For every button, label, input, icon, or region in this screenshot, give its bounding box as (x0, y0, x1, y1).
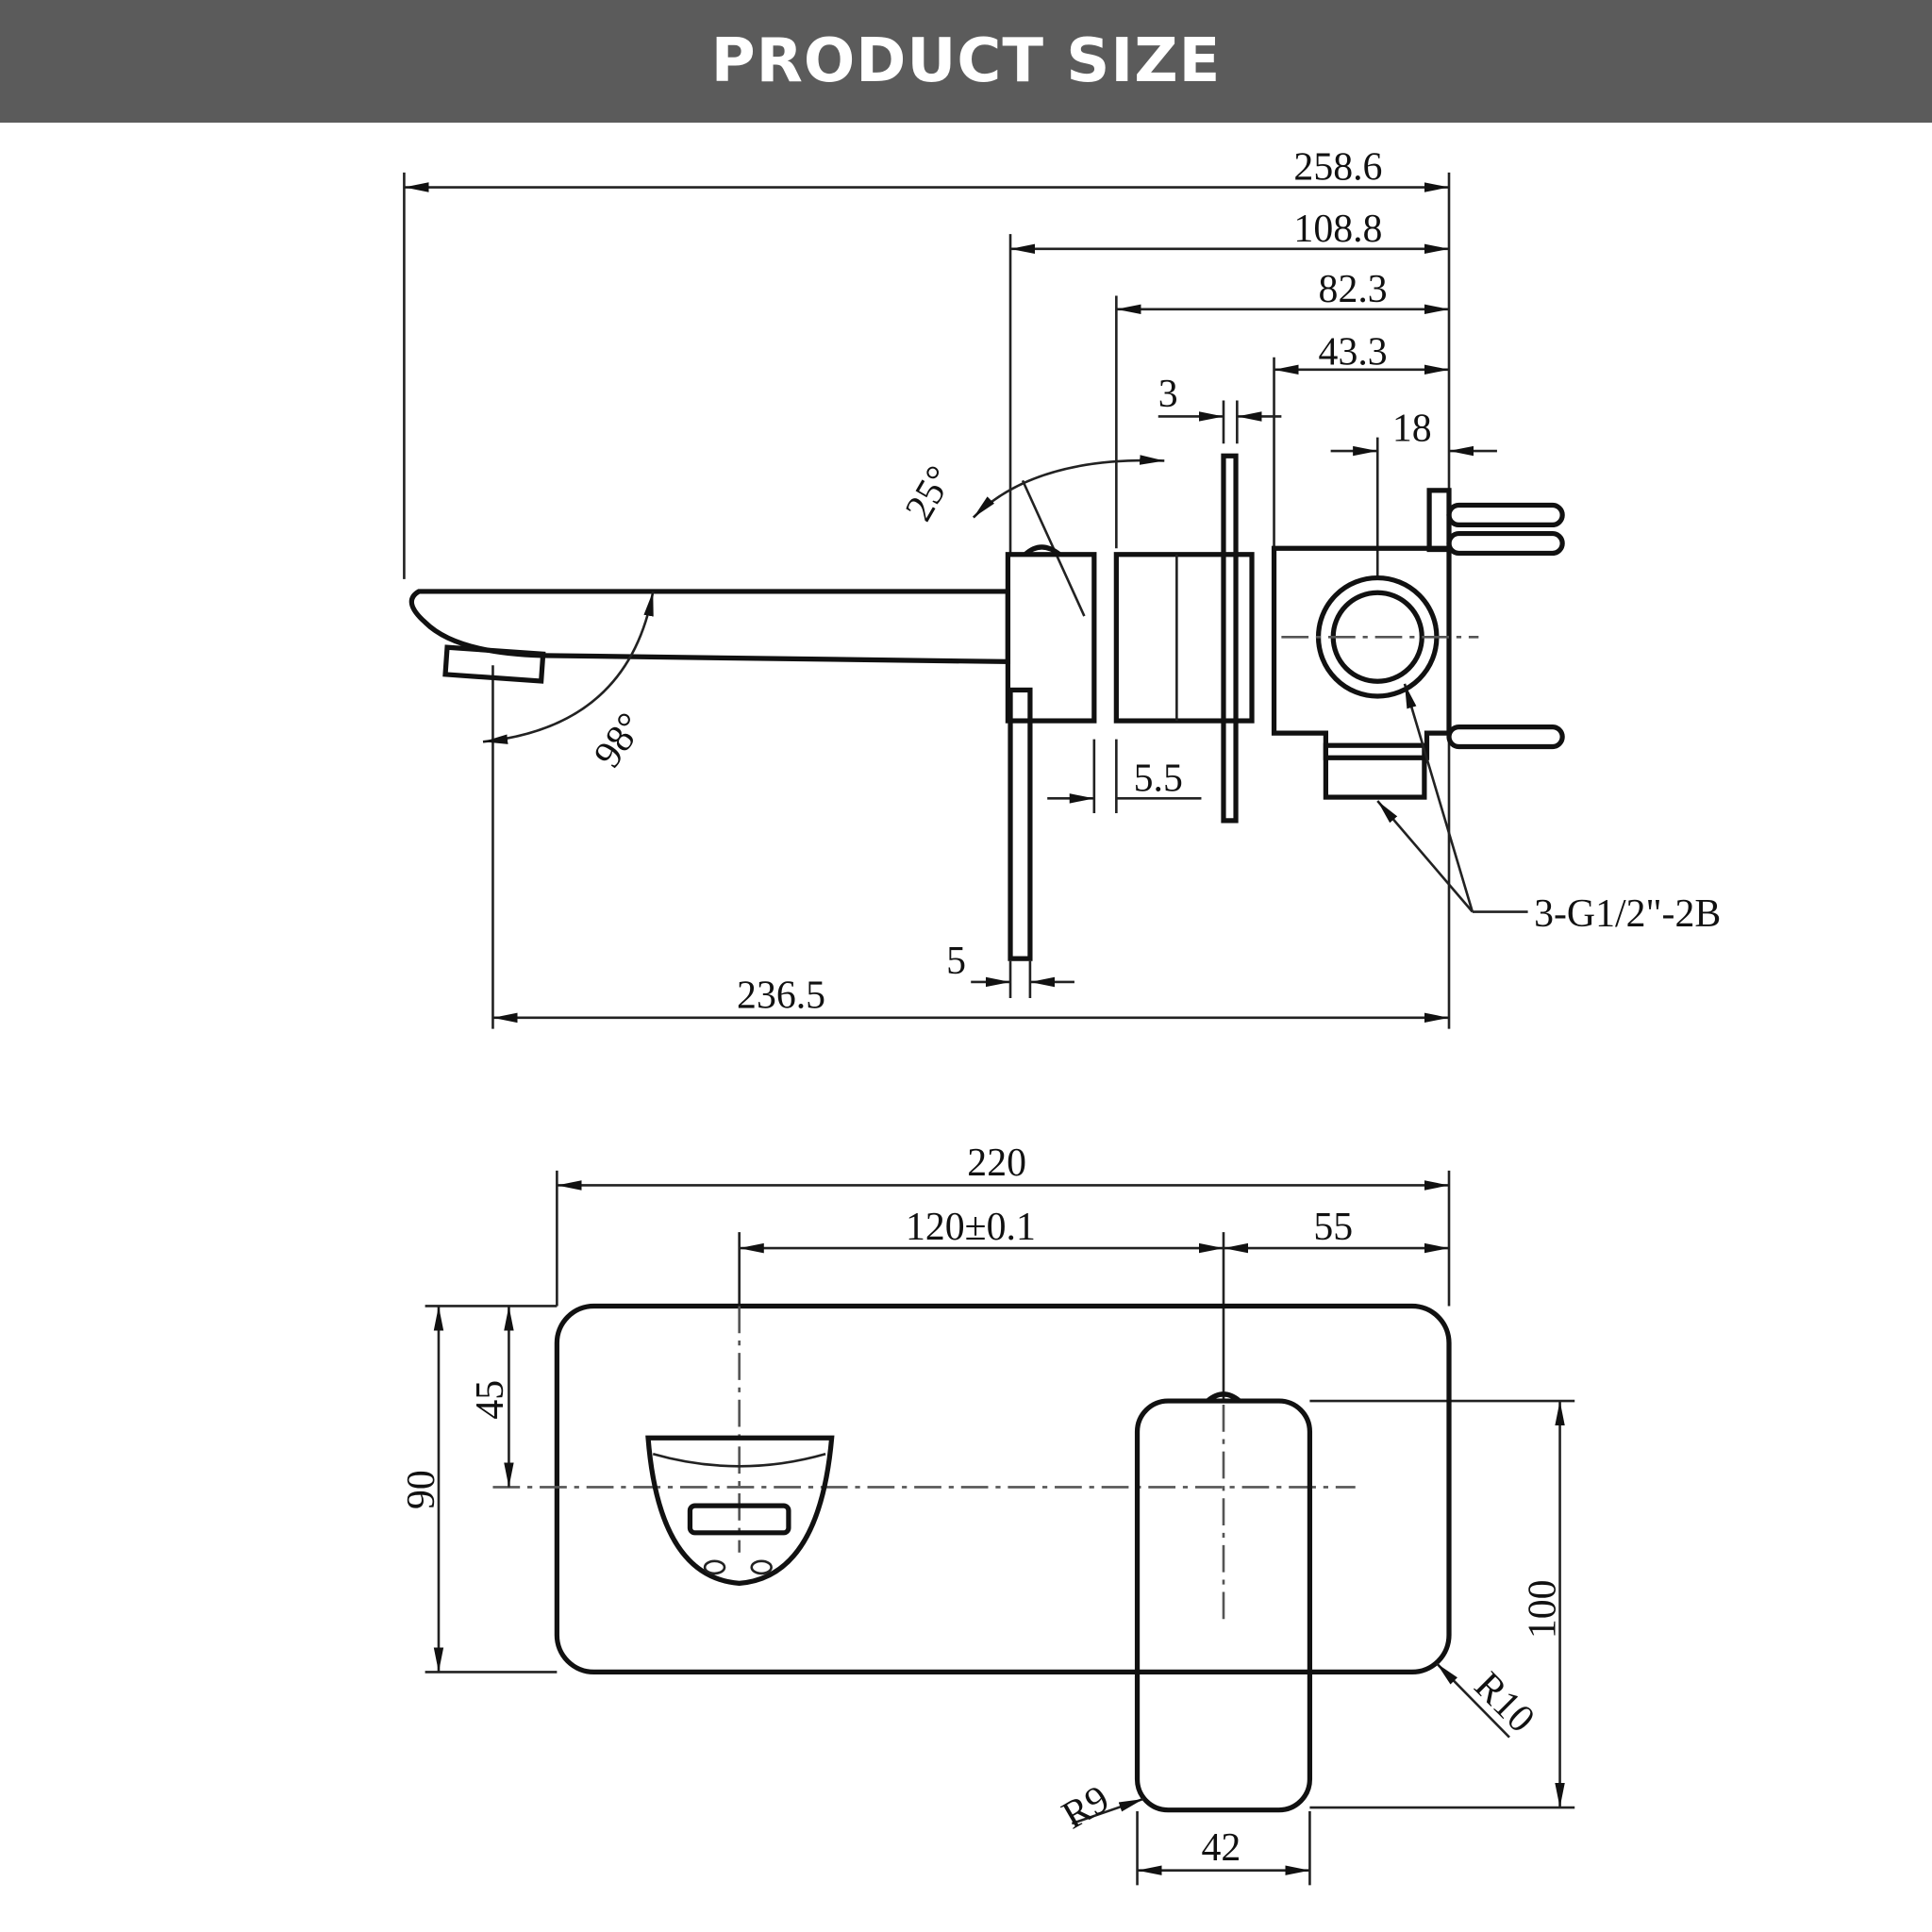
dim-handle-width: 42 (1201, 1826, 1241, 1870)
front-view: 220 120±0.1 55 90 45 100 42 R10 R9 (400, 1141, 1575, 1886)
connection-label: 3-G1/2"-2B (1534, 892, 1721, 936)
dim-lever-angle: 25° (897, 458, 962, 528)
dim-handle-height: 100 (1521, 1579, 1564, 1639)
dim-handle-thickness: 5 (946, 940, 966, 983)
dim-to-body: 82.3 (1319, 268, 1388, 311)
dim-overall-length: 258.6 (1293, 146, 1382, 190)
inlet-pipe (1446, 530, 1565, 557)
spout-front (645, 1435, 835, 1586)
inlet-pipe (1446, 724, 1565, 750)
dim-flange-thickness: 3 (1158, 373, 1178, 416)
aerator-front (687, 1503, 791, 1536)
side-view: 258.6 108.8 82.3 43.3 3 18 25° 98° (403, 146, 1721, 1029)
wall-flange (1221, 453, 1239, 824)
page-title: PRODUCT SIZE (710, 26, 1222, 96)
dim-handle-offset: 55 (1313, 1206, 1353, 1249)
dim-to-valve-box: 43.3 (1319, 331, 1388, 375)
dim-plate-radius: R10 (1466, 1664, 1543, 1741)
bottom-outlet (1323, 742, 1427, 800)
dim-inlet-offset: 18 (1392, 408, 1432, 451)
dim-plate-height: 90 (400, 1470, 443, 1509)
dim-centre-distance: 120±0.1 (906, 1206, 1036, 1249)
dim-centre-height: 45 (469, 1380, 512, 1420)
dim-lever-gap: 5.5 (1134, 758, 1183, 801)
header-bar: PRODUCT SIZE (0, 0, 1932, 123)
dim-handle-radius: R9 (1055, 1777, 1116, 1838)
dim-spout-angle: 98° (586, 706, 653, 775)
lever-handle (1008, 687, 1033, 961)
inlet-pipe (1446, 502, 1565, 528)
wall-plate (554, 1303, 1452, 1675)
valve-body (1113, 552, 1255, 724)
dim-plate-width: 220 (967, 1141, 1026, 1185)
dim-to-lever: 108.8 (1293, 208, 1382, 251)
lever-base (1005, 552, 1097, 724)
aerator (442, 644, 546, 684)
dim-spout-projection: 236.5 (737, 974, 825, 1017)
handle-front (1134, 1398, 1313, 1813)
